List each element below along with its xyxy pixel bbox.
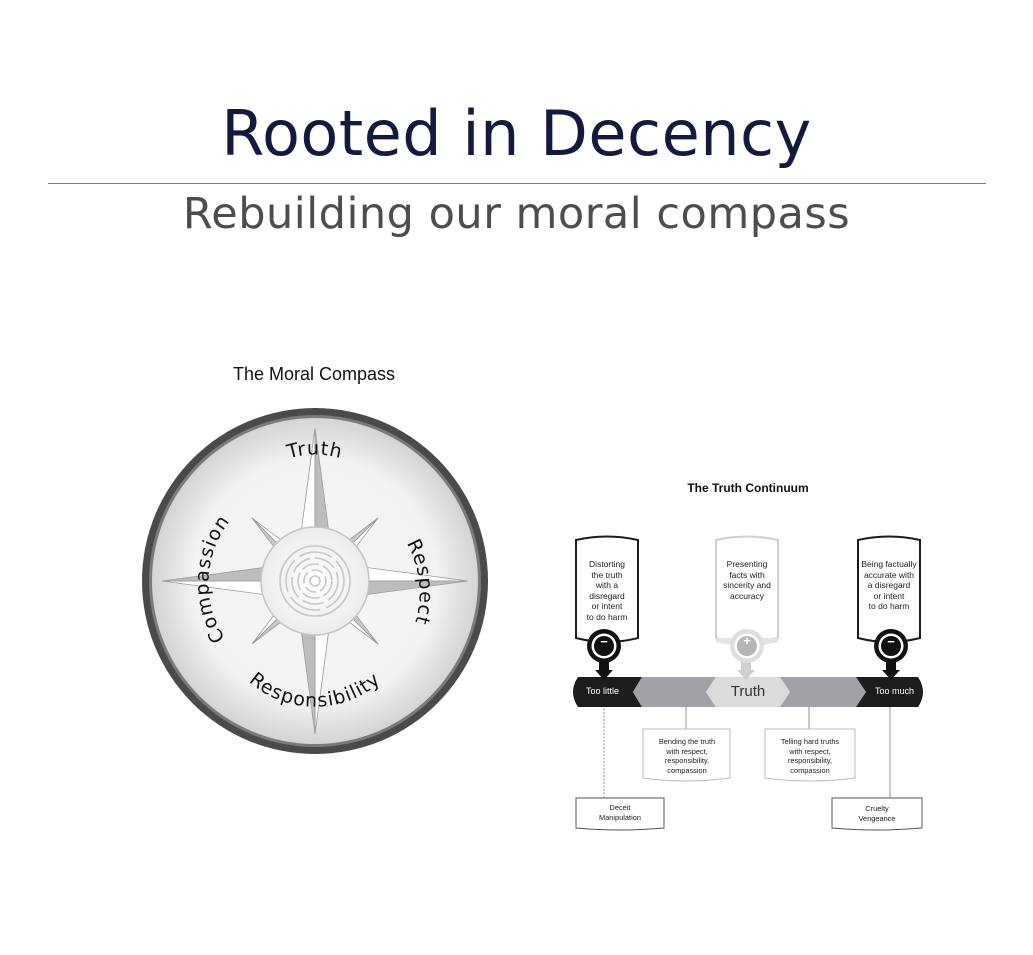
box-presenting-text: Presenting facts with sincerity and accu… — [723, 559, 771, 601]
note-bending-truth — [642, 728, 731, 782]
title-divider — [48, 183, 986, 184]
box-distorting-text: Distorting the truth with a disregard or… — [586, 559, 628, 622]
band-truth — [706, 677, 790, 707]
marker-minus-right-icon — [874, 629, 908, 663]
maze-emblem — [279, 545, 351, 617]
band-left-gray — [633, 677, 716, 707]
note-telling-hard-truths-text: Telling hard truths with respect, respon… — [780, 737, 840, 775]
moral-compass: Truth Respect Responsibility Compassion — [142, 408, 488, 754]
page-subtitle: Rebuilding our moral compass — [182, 189, 851, 239]
marker-plus-center-icon — [730, 629, 764, 663]
svg-text:Truth: Truth — [284, 437, 345, 463]
compass-hub — [260, 526, 370, 636]
continuum-caption: The Truth Continuum — [687, 481, 809, 495]
band-label-truth: Truth — [730, 683, 766, 700]
marker-right-glyph: − — [887, 634, 895, 649]
note-bending-truth-text: Bending the truth with respect, responsi… — [658, 737, 716, 775]
box-being-factual-text: Being factually accurate with a disregar… — [861, 559, 917, 612]
truth-continuum — [573, 535, 923, 831]
band-too-much — [856, 677, 923, 707]
band-too-little — [573, 677, 642, 707]
marker-center-glyph: + — [743, 633, 751, 648]
note-deceit-text: Deceit Manipulation — [599, 803, 641, 822]
note-cruelty-text: Cruelty Vengeance — [858, 804, 896, 823]
compass-caption: The Moral Compass — [232, 364, 396, 384]
band-right-gray — [780, 677, 866, 707]
marker-minus-left-icon — [587, 629, 621, 663]
marker-left-glyph: − — [600, 634, 608, 649]
note-telling-hard-truths — [764, 728, 856, 782]
page-title: Rooted in Decency — [221, 97, 812, 170]
note-deceit — [575, 797, 665, 831]
band-label-too-much: Too much — [875, 686, 915, 696]
note-cruelty — [831, 797, 923, 831]
box-being-factual — [857, 535, 921, 643]
band-label-too-little: Too little — [586, 686, 620, 696]
compass-label-truth: Truth — [284, 437, 344, 463]
